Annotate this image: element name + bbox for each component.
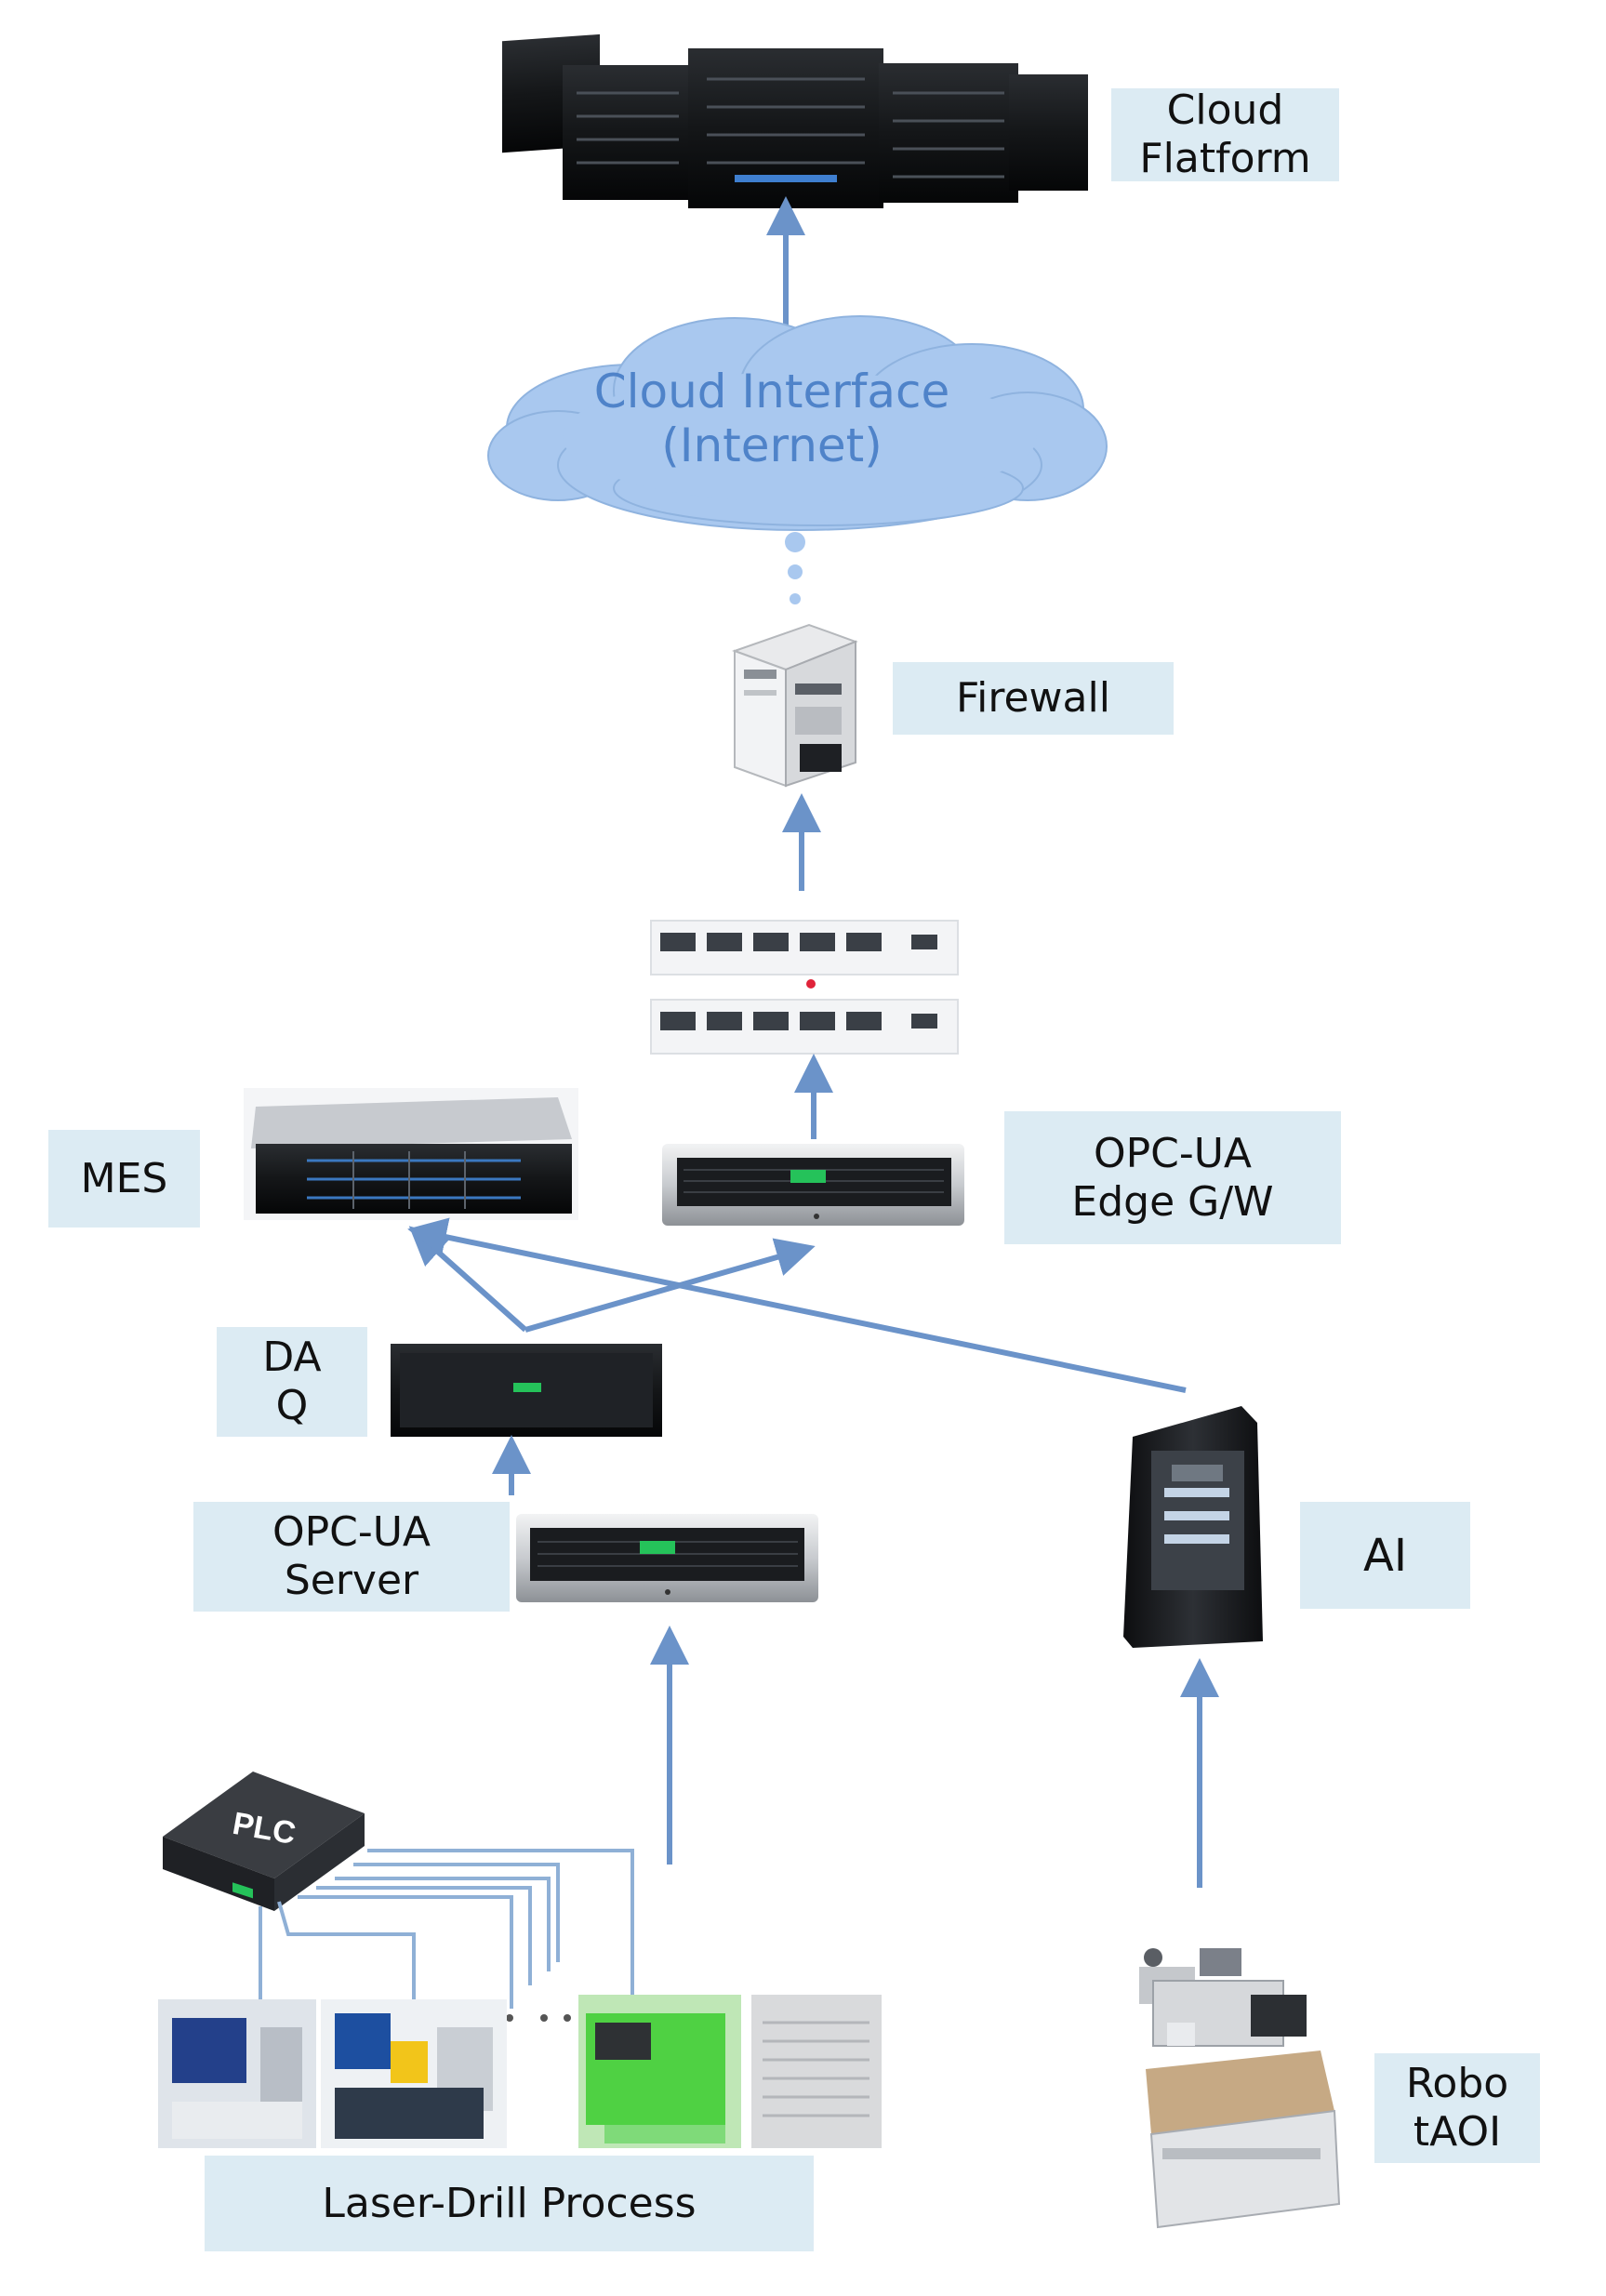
- cloud-interface-label-line1: Cloud Interface: [593, 365, 950, 418]
- laser-drill-process-label: Laser-Drill Process: [205, 2156, 814, 2251]
- cloud-platform-label-line1: Cloud: [1166, 86, 1284, 134]
- mes-label: MES: [48, 1130, 200, 1228]
- opcua-edge-gateway-icon: [662, 1144, 964, 1226]
- opcua-edge-label-line1: OPC-UA: [1093, 1129, 1253, 1177]
- laser-drill-machines-image: [158, 1995, 882, 2148]
- mes-server-icon: [244, 1088, 578, 1220]
- daq-device-icon: [391, 1344, 662, 1437]
- cloud-platform-label: Cloud Flatform: [1111, 86, 1339, 182]
- opcua-server-label-line2: Server: [284, 1557, 419, 1604]
- opcua-edge-label-line2: Edge G/W: [1071, 1177, 1274, 1226]
- opcua-server-label: OPC-UA Server: [193, 1502, 510, 1612]
- cloud-interface-label: Cloud Interface (Internet): [521, 365, 1023, 472]
- network-switch-icon: [650, 920, 959, 1055]
- plc-controller-icon: PLC: [163, 1772, 365, 1911]
- firewall-device-icon: [732, 623, 858, 788]
- robot-aoi-label: Robo tAOI: [1374, 2053, 1540, 2163]
- opcua-server-icon: [516, 1514, 818, 1602]
- robot-aoi-machine-icon: [1139, 1948, 1341, 2229]
- arrow-daq-to-mes: [408, 1226, 527, 1333]
- arrow-daq-to-edge: [524, 1238, 816, 1333]
- plc-wiring: [259, 1849, 634, 2009]
- daq-label: DA Q: [217, 1327, 367, 1437]
- laser-drill-process-label-text: Laser-Drill Process: [322, 2179, 697, 2227]
- firewall-label: Firewall: [893, 662, 1174, 735]
- ai-workstation-icon: [1123, 1406, 1263, 1648]
- arrow-ai-to-mes: [407, 1217, 1187, 1393]
- cloud-platform-label-line2: Flatform: [1139, 135, 1311, 182]
- opcua-edge-label: OPC-UA Edge G/W: [1004, 1111, 1341, 1244]
- opcua-server-label-line1: OPC-UA: [272, 1508, 431, 1556]
- daq-label-line1: DA: [262, 1334, 322, 1381]
- cloud-interface-label-line2: (Internet): [661, 418, 883, 472]
- ai-label: AI: [1300, 1502, 1470, 1609]
- robot-aoi-label-line1: Robo: [1405, 2060, 1509, 2107]
- ai-label-text: AI: [1363, 1529, 1407, 1582]
- connection-dots: [785, 532, 805, 604]
- mes-label-text: MES: [80, 1154, 168, 1202]
- robot-aoi-label-line2: tAOI: [1413, 2108, 1502, 2156]
- daq-label-line2: Q: [275, 1382, 309, 1429]
- firewall-label-text: Firewall: [956, 674, 1110, 722]
- cloud-platform-servers-icon: [502, 33, 1088, 208]
